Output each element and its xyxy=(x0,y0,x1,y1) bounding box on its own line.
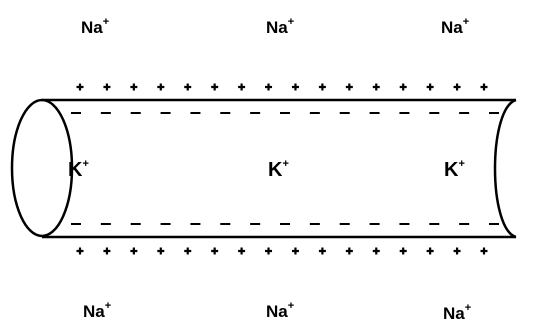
positive-charge-mark xyxy=(453,83,461,91)
potassium-ion-label: K+ xyxy=(268,158,289,181)
positive-charge-mark xyxy=(238,83,246,91)
positive-charge-mark xyxy=(291,247,299,255)
ion-symbol: Na xyxy=(83,302,105,321)
positive-charge-mark xyxy=(426,83,434,91)
inner-negative-charges xyxy=(71,112,499,225)
positive-charge-mark xyxy=(76,83,84,91)
positive-charge-mark xyxy=(265,247,273,255)
positive-charge-mark xyxy=(399,83,407,91)
ion-symbol: K xyxy=(444,159,459,181)
ion-charge: + xyxy=(282,158,288,170)
positive-charge-mark xyxy=(372,247,380,255)
ion-charge: + xyxy=(288,16,294,28)
positive-charge-mark xyxy=(76,247,84,255)
inside-ion-labels: K+ K+ K+ xyxy=(68,158,465,181)
positive-charge-mark xyxy=(157,83,165,91)
cylinder-right-end xyxy=(493,98,517,239)
ion-symbol: Na xyxy=(266,18,288,37)
positive-charge-mark xyxy=(238,247,246,255)
bottom-ion-labels: Na+ Na+ Na+ xyxy=(83,300,471,323)
outer-positive-charges-top xyxy=(76,83,488,91)
sodium-ion-label: Na+ xyxy=(441,16,469,37)
ion-charge: + xyxy=(82,158,88,170)
potassium-ion-label: K+ xyxy=(444,158,465,181)
sodium-ion-label: Na+ xyxy=(443,302,471,323)
positive-charge-mark xyxy=(372,83,380,91)
ion-charge: + xyxy=(465,302,471,314)
positive-charge-mark xyxy=(130,83,138,91)
positive-charge-mark xyxy=(184,83,192,91)
ion-symbol: Na xyxy=(443,304,465,323)
sodium-ion-label: Na+ xyxy=(266,16,294,37)
ion-symbol: K xyxy=(268,159,283,181)
positive-charge-mark xyxy=(130,247,138,255)
sodium-ion-label: Na+ xyxy=(266,300,294,321)
ion-charge: + xyxy=(105,300,111,312)
positive-charge-mark xyxy=(480,83,488,91)
cylinder-left-end xyxy=(10,98,74,238)
positive-charge-mark xyxy=(480,247,488,255)
positive-charge-mark xyxy=(265,83,273,91)
top-ion-labels: Na+ Na+ Na+ xyxy=(81,16,469,37)
positive-charge-mark xyxy=(345,83,353,91)
positive-charge-mark xyxy=(103,83,111,91)
positive-charge-mark xyxy=(426,247,434,255)
positive-charge-mark xyxy=(318,247,326,255)
positive-charge-mark xyxy=(184,247,192,255)
ion-symbol: Na xyxy=(81,18,103,37)
positive-charge-mark xyxy=(345,247,353,255)
positive-charge-mark xyxy=(453,247,461,255)
positive-charge-mark xyxy=(103,247,111,255)
ion-symbol: Na xyxy=(441,18,463,37)
ion-symbol: K xyxy=(68,159,83,181)
sodium-ion-label: Na+ xyxy=(83,300,111,321)
positive-charge-mark xyxy=(399,247,407,255)
ion-symbol: Na xyxy=(266,302,288,321)
axon-cylinder xyxy=(10,98,517,239)
ion-charge: + xyxy=(103,16,109,28)
positive-charge-mark xyxy=(318,83,326,91)
positive-charge-mark xyxy=(211,247,219,255)
positive-charge-mark xyxy=(211,83,219,91)
ion-charge: + xyxy=(463,16,469,28)
ion-charge: + xyxy=(288,300,294,312)
potassium-ion-label: K+ xyxy=(68,158,89,181)
sodium-ion-label: Na+ xyxy=(81,16,109,37)
positive-charge-mark xyxy=(157,247,165,255)
positive-charge-mark xyxy=(291,83,299,91)
ion-charge: + xyxy=(458,158,464,170)
outer-positive-charges-bottom xyxy=(76,247,488,255)
